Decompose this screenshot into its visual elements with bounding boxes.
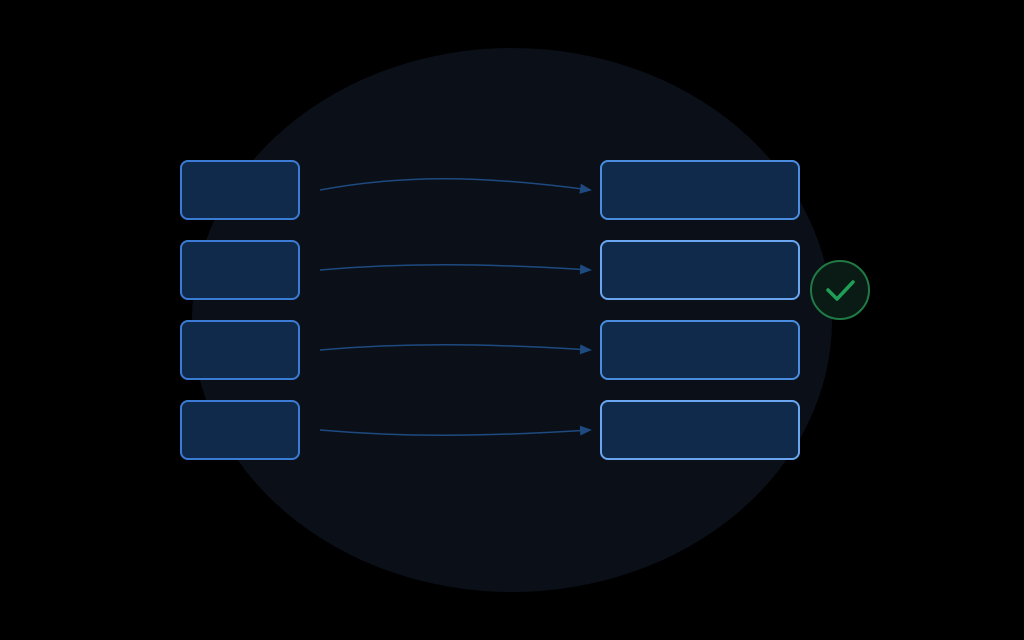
source-node-4 — [180, 400, 300, 460]
connector-arrow-1 — [319, 178, 592, 194]
success-badge — [810, 260, 870, 320]
connector-arrow-2 — [319, 264, 592, 275]
check-icon — [826, 280, 855, 301]
connector-arrow-3 — [319, 344, 592, 355]
target-node-1 — [600, 160, 800, 220]
connector-arrow-4 — [319, 425, 592, 436]
target-node-3 — [600, 320, 800, 380]
source-node-2 — [180, 240, 300, 300]
source-node-3 — [180, 320, 300, 380]
source-node-1 — [180, 160, 300, 220]
target-node-4 — [600, 400, 800, 460]
target-node-2 — [600, 240, 800, 300]
